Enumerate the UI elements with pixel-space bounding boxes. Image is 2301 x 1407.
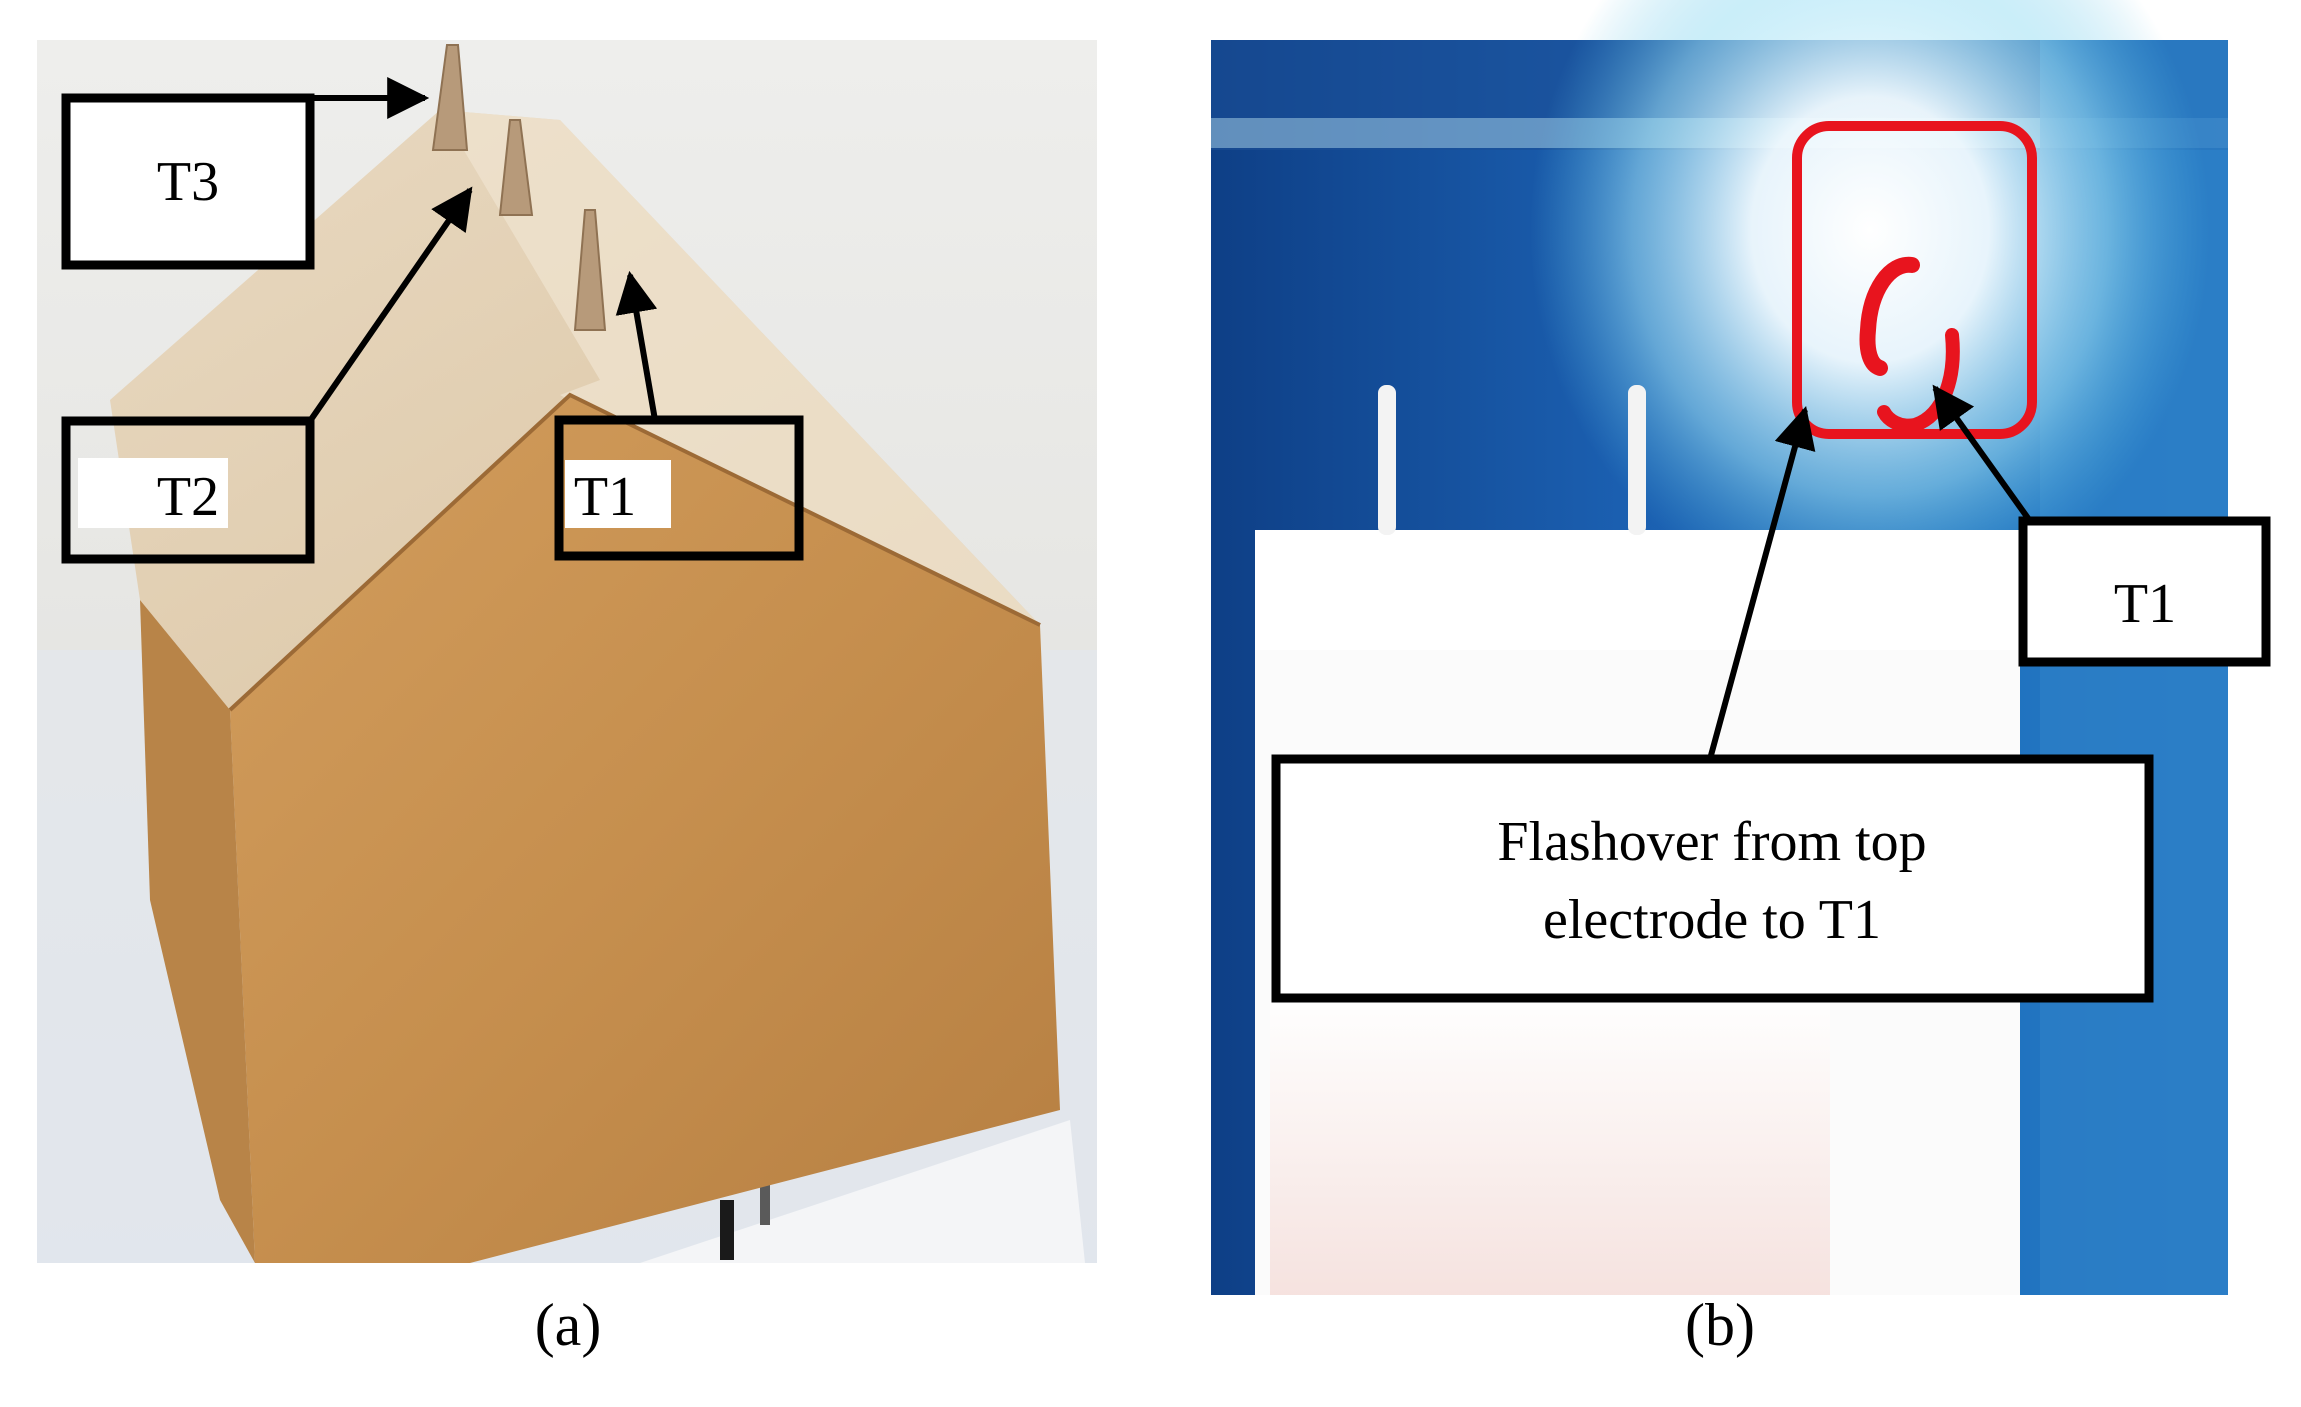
paper-marking xyxy=(760,1185,770,1225)
caption-b: (b) xyxy=(1685,1292,1755,1358)
electrode-t2 xyxy=(498,119,534,216)
arrow-flashover xyxy=(1707,405,1816,760)
label-box-t1-b: T1 xyxy=(2018,516,2271,667)
label-box-t2: T2 xyxy=(61,416,315,564)
label-box-flashover: Flashover from top electrode to T1 xyxy=(1271,754,2154,1003)
electrode-t3 xyxy=(431,44,469,151)
paper-sheet xyxy=(640,1120,1085,1263)
electrodes xyxy=(431,44,607,331)
label-box-t1-a: T1 xyxy=(554,415,804,561)
panel-a-photo xyxy=(37,40,1097,1263)
wood-side-face xyxy=(140,600,255,1263)
electrode-middle xyxy=(1628,385,1646,535)
label-t1-b-text: T1 xyxy=(2114,573,2176,635)
arrow-t1-b xyxy=(1932,384,2033,523)
paper-marking xyxy=(720,1200,734,1260)
flashover-highlight xyxy=(1792,121,2037,439)
wood-front-face xyxy=(230,395,1060,1263)
arc-glyph xyxy=(1877,328,1960,433)
highlight-box xyxy=(1792,121,2037,439)
label-t2-bg xyxy=(78,458,228,528)
label-t1-a-text: T1 xyxy=(574,466,636,528)
shell-edge xyxy=(228,392,1041,712)
electrode-left xyxy=(1378,385,1396,535)
label-t3-text: T3 xyxy=(157,151,219,213)
label-box-t3: T3 xyxy=(61,93,315,270)
flashover-text-line1: Flashover from top xyxy=(1497,811,1926,873)
arrow-t1-a xyxy=(615,270,658,421)
label-t1-a-bg xyxy=(565,460,671,528)
arc-glyph xyxy=(1859,256,1920,376)
label-t2-text: T2 xyxy=(157,466,219,528)
transparent-shell xyxy=(110,110,1040,710)
caption-a: (a) xyxy=(535,1292,602,1358)
arrow-t2 xyxy=(307,186,473,423)
flashover-text-line2: electrode to T1 xyxy=(1543,889,1881,951)
model-top xyxy=(1255,530,2020,650)
model-reflection xyxy=(1270,1000,1830,1295)
electrode-t1 xyxy=(573,209,607,331)
